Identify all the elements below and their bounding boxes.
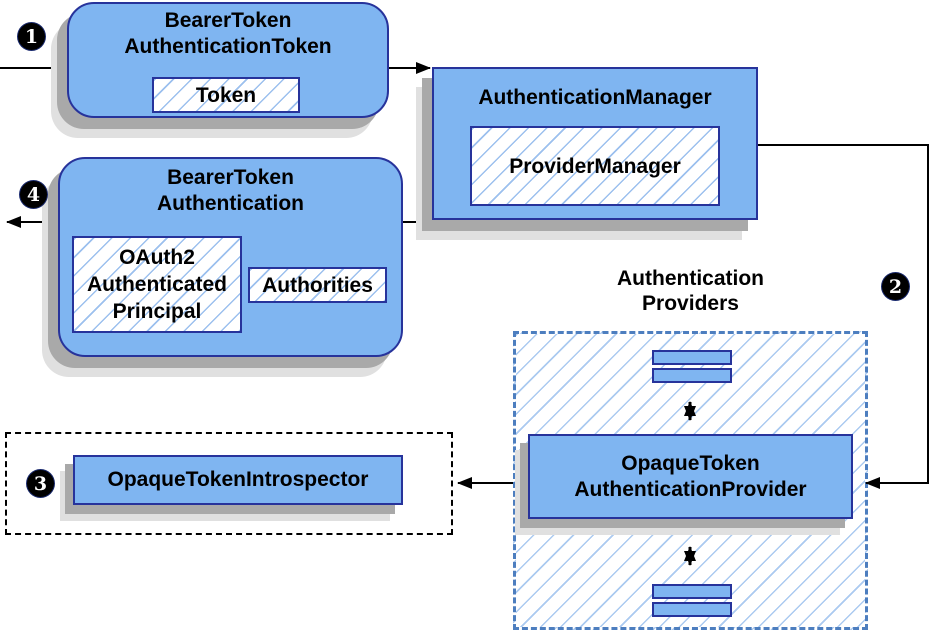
node-title: AuthenticationManager <box>478 86 712 109</box>
step-2-badge: 2 <box>882 273 909 300</box>
provider-manager-label: ProviderManager <box>509 154 681 178</box>
token-field-label: Token <box>195 83 257 107</box>
principal-label-line: Principal <box>112 300 202 323</box>
step-3-number: 3 <box>33 472 48 495</box>
provider-stack-icon <box>652 584 732 599</box>
authorities-label: Authorities <box>262 273 373 297</box>
authorities-field: Authorities <box>248 267 387 303</box>
authentication-providers-label-line: Authentication <box>617 267 764 290</box>
provider-stack-icon <box>652 368 732 383</box>
token-field: Token <box>152 77 300 113</box>
node-opaque-token-introspector: OpaqueTokenIntrospector <box>73 455 403 505</box>
node-title-line: AuthenticationToken <box>124 35 332 58</box>
provider-stack-icon <box>652 350 732 365</box>
oauth2-authenticated-principal-field: OAuth2 Authenticated Principal <box>72 236 242 333</box>
node-title: OpaqueTokenIntrospector <box>107 468 369 491</box>
node-opaque-token-authentication-provider: OpaqueToken AuthenticationProvider <box>528 434 853 519</box>
opaque-token-introspector-container <box>5 432 453 535</box>
node-title-line: Authentication <box>157 192 304 215</box>
step-1-number: 1 <box>24 25 39 48</box>
principal-label-line: OAuth2 <box>119 246 195 269</box>
node-title-line: OpaqueToken <box>621 451 760 475</box>
node-title-line: BearerToken <box>167 166 294 189</box>
provider-stack-icon <box>652 602 732 617</box>
node-title-line: AuthenticationProvider <box>574 477 807 501</box>
node-bearer-token-authentication-token: BearerToken AuthenticationToken <box>67 2 389 118</box>
step-4-number: 4 <box>26 183 41 206</box>
node-title-line: BearerToken <box>164 9 292 32</box>
step-2-number: 2 <box>888 275 903 298</box>
authentication-providers-label-line: Providers <box>642 292 739 315</box>
authentication-providers-label: Authentication Providers <box>513 266 868 316</box>
principal-label-line: Authenticated <box>86 273 227 296</box>
step-4-badge: 4 <box>20 181 47 208</box>
step-1-badge: 1 <box>18 23 45 50</box>
step-3-badge: 3 <box>27 470 54 497</box>
provider-manager-field: ProviderManager <box>470 126 720 206</box>
